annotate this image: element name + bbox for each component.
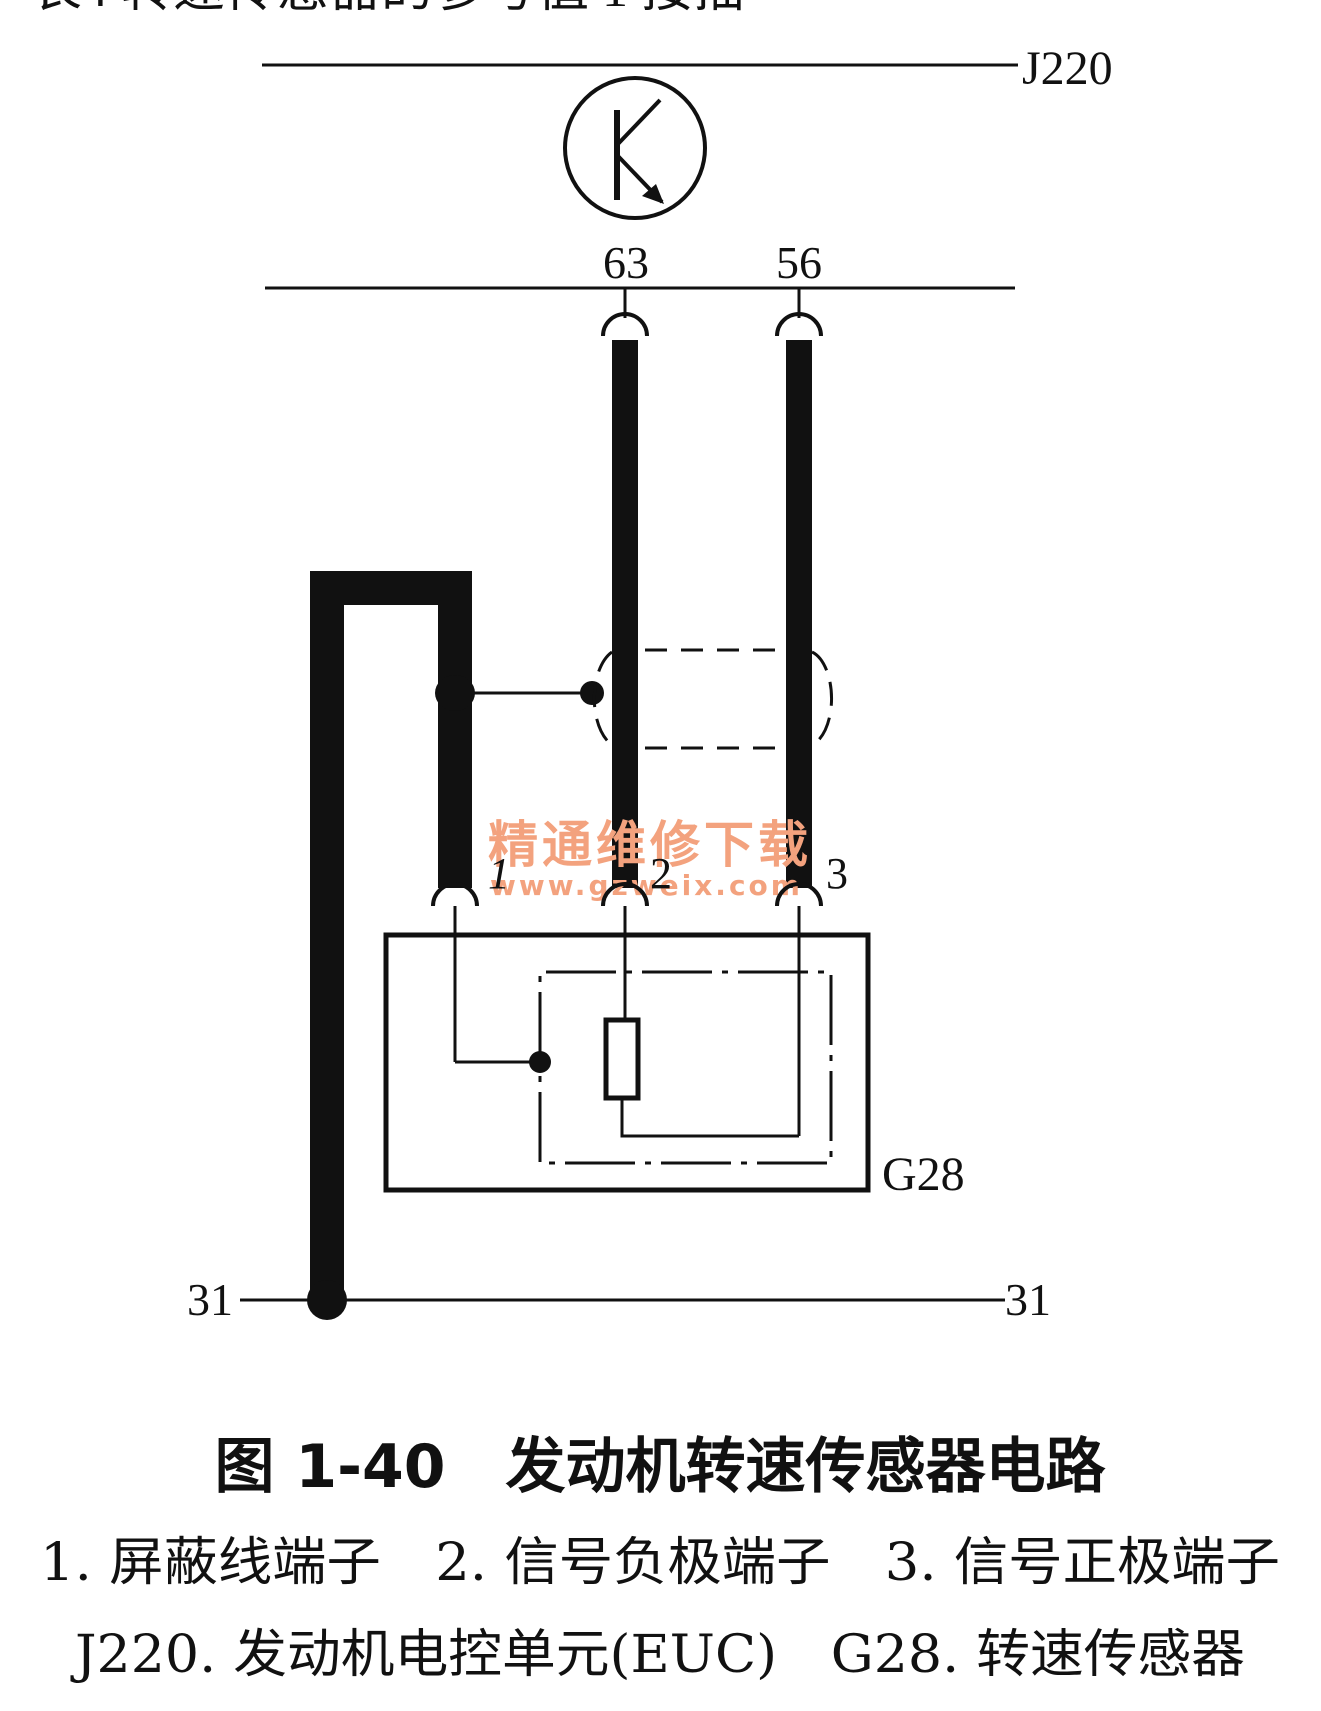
shield-tap-dot bbox=[580, 681, 604, 705]
figure-title: 图 1-40 发动机转速传感器电路 bbox=[214, 1432, 1106, 1502]
shield-ground-wire bbox=[310, 571, 472, 1300]
cable-shield-outline bbox=[592, 648, 834, 750]
ecu-j220: J220 63 56 bbox=[262, 42, 1113, 290]
page-header-fragment: 表4 转速传感器的参考值 1 接插 bbox=[30, 0, 745, 18]
sensor-outer-housing bbox=[383, 932, 871, 1193]
pin-56-label: 56 bbox=[776, 237, 822, 288]
sensor-connector-2 bbox=[601, 882, 649, 1020]
sensor-shield-junction-dot bbox=[529, 1051, 551, 1073]
sensor-connector-1 bbox=[431, 882, 479, 1062]
watermark-title: 精通维修下载 bbox=[488, 816, 812, 874]
terminal-1-label: 1 bbox=[488, 849, 510, 898]
terminal-3-label: 3 bbox=[826, 849, 848, 898]
transistor-icon bbox=[563, 76, 707, 220]
terminal-2-label: 2 bbox=[650, 849, 672, 898]
sensor-connector-3 bbox=[775, 882, 823, 1136]
ecu-connector-56 bbox=[775, 288, 823, 337]
ecu-label: J220 bbox=[1022, 42, 1113, 95]
ground-junction-dot bbox=[307, 1280, 347, 1320]
ground-31: 31 31 bbox=[187, 1274, 1051, 1325]
sensor-g28: G28 bbox=[383, 932, 965, 1201]
ecu-connector-63 bbox=[601, 288, 649, 337]
ground-label-right: 31 bbox=[1005, 1274, 1051, 1325]
figure-legend-line-1: 1. 屏蔽线端子 2. 信号负极端子 3. 信号正极端子 bbox=[40, 1533, 1280, 1593]
sensor-label: G28 bbox=[882, 1148, 965, 1201]
coil-return-lead bbox=[620, 1098, 799, 1138]
figure-legend-line-2: J220. 发动机电控单元(EUC) G28. 转速传感器 bbox=[70, 1625, 1245, 1685]
ground-label-left: 31 bbox=[187, 1274, 233, 1325]
pin-63-label: 63 bbox=[603, 237, 649, 288]
sensor-inner-dashed-housing bbox=[538, 970, 833, 1165]
sensor-coil-resistor bbox=[603, 1017, 641, 1101]
